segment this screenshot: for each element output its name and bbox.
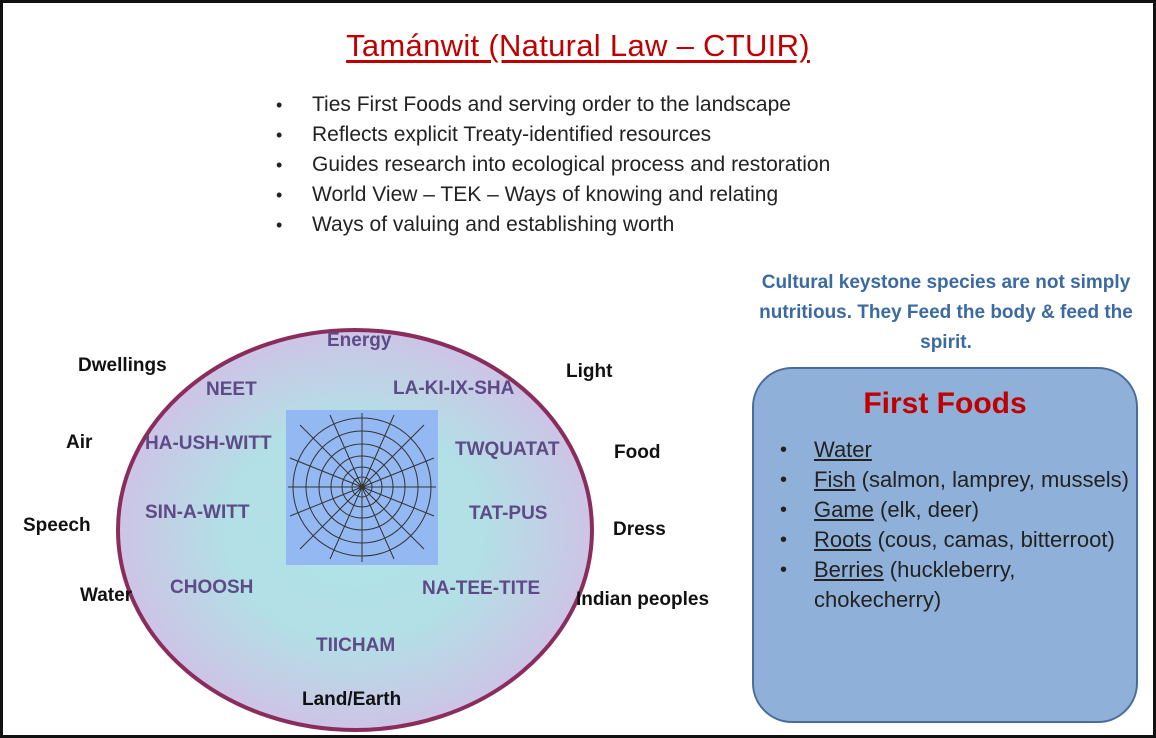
slide-title: Tamánwit (Natural Law – CTUIR) [346, 28, 810, 63]
food-item-detail: (elk, deer) [873, 497, 980, 522]
bullet-item: Ways of valuing and establishing worth [274, 210, 830, 240]
first-foods-title: First Foods [863, 387, 1027, 420]
label-ha-ush-witt: HA-USH-WITT [145, 433, 272, 454]
food-item: Water [776, 435, 1136, 465]
label-la-ki-ix-sha: LA-KI-IX-SHA [393, 378, 515, 399]
label-tiicham: TIICHAM [316, 635, 396, 656]
label-sin-a-witt: SIN-A-WITT [145, 502, 250, 523]
bullet-item: World View – TEK – Ways of knowing and r… [274, 180, 830, 210]
label-water: Water [80, 585, 133, 606]
food-item-name: Berries [814, 557, 884, 582]
label-speech: Speech [23, 515, 91, 536]
food-item: Fish (salmon, lamprey, mussels) [776, 465, 1136, 495]
label-dress: Dress [613, 519, 666, 540]
bullet-list: Ties First Foods and serving order to th… [274, 90, 830, 240]
food-item-name: Water [814, 437, 872, 462]
bullet-item: Guides research into ecological process … [274, 150, 830, 180]
label-choosh: CHOOSH [170, 577, 254, 598]
label-twquatat: TWQUATAT [455, 439, 560, 460]
label-dwellings: Dwellings [78, 355, 167, 376]
food-item-detail: (cous, camas, bitterroot) [871, 527, 1115, 552]
spider-web-icon [288, 413, 436, 562]
label-air: Air [66, 432, 93, 453]
keystone-note: Cultural keystone species are not simply… [759, 272, 1133, 353]
food-item-name: Game [814, 497, 874, 522]
label-indian-peoples: Indian peoples [576, 589, 710, 610]
first-foods-list: Water Fish (salmon, lamprey, mussels) Ga… [776, 435, 1136, 615]
food-item-detail: (huckleberry, chokecherry) [814, 557, 1016, 612]
label-food: Food [614, 442, 661, 463]
label-na-tee-tite: NA-TEE-TITE [422, 578, 541, 599]
bullet-item: Ties First Foods and serving order to th… [274, 90, 830, 120]
food-item-name: Roots [814, 527, 872, 552]
food-item-detail: (salmon, lamprey, mussels) [855, 467, 1129, 492]
food-item: Roots (cous, camas, bitterroot) [776, 525, 1136, 555]
food-item: Berries (huckleberry, chokecherry) [776, 555, 1136, 615]
label-energy: Energy [327, 330, 392, 351]
bullet-item: Reflects explicit Treaty-identified reso… [274, 120, 830, 150]
food-item: Game (elk, deer) [776, 495, 1136, 525]
label-tat-pus: TAT-PUS [469, 503, 548, 524]
label-land-earth: Land/Earth [302, 689, 402, 710]
label-neet: NEET [206, 379, 257, 400]
first-foods-card: First Foods Water Fish (salmon, lamprey,… [752, 367, 1138, 723]
label-light: Light [566, 361, 613, 382]
food-item-name: Fish [814, 467, 856, 492]
